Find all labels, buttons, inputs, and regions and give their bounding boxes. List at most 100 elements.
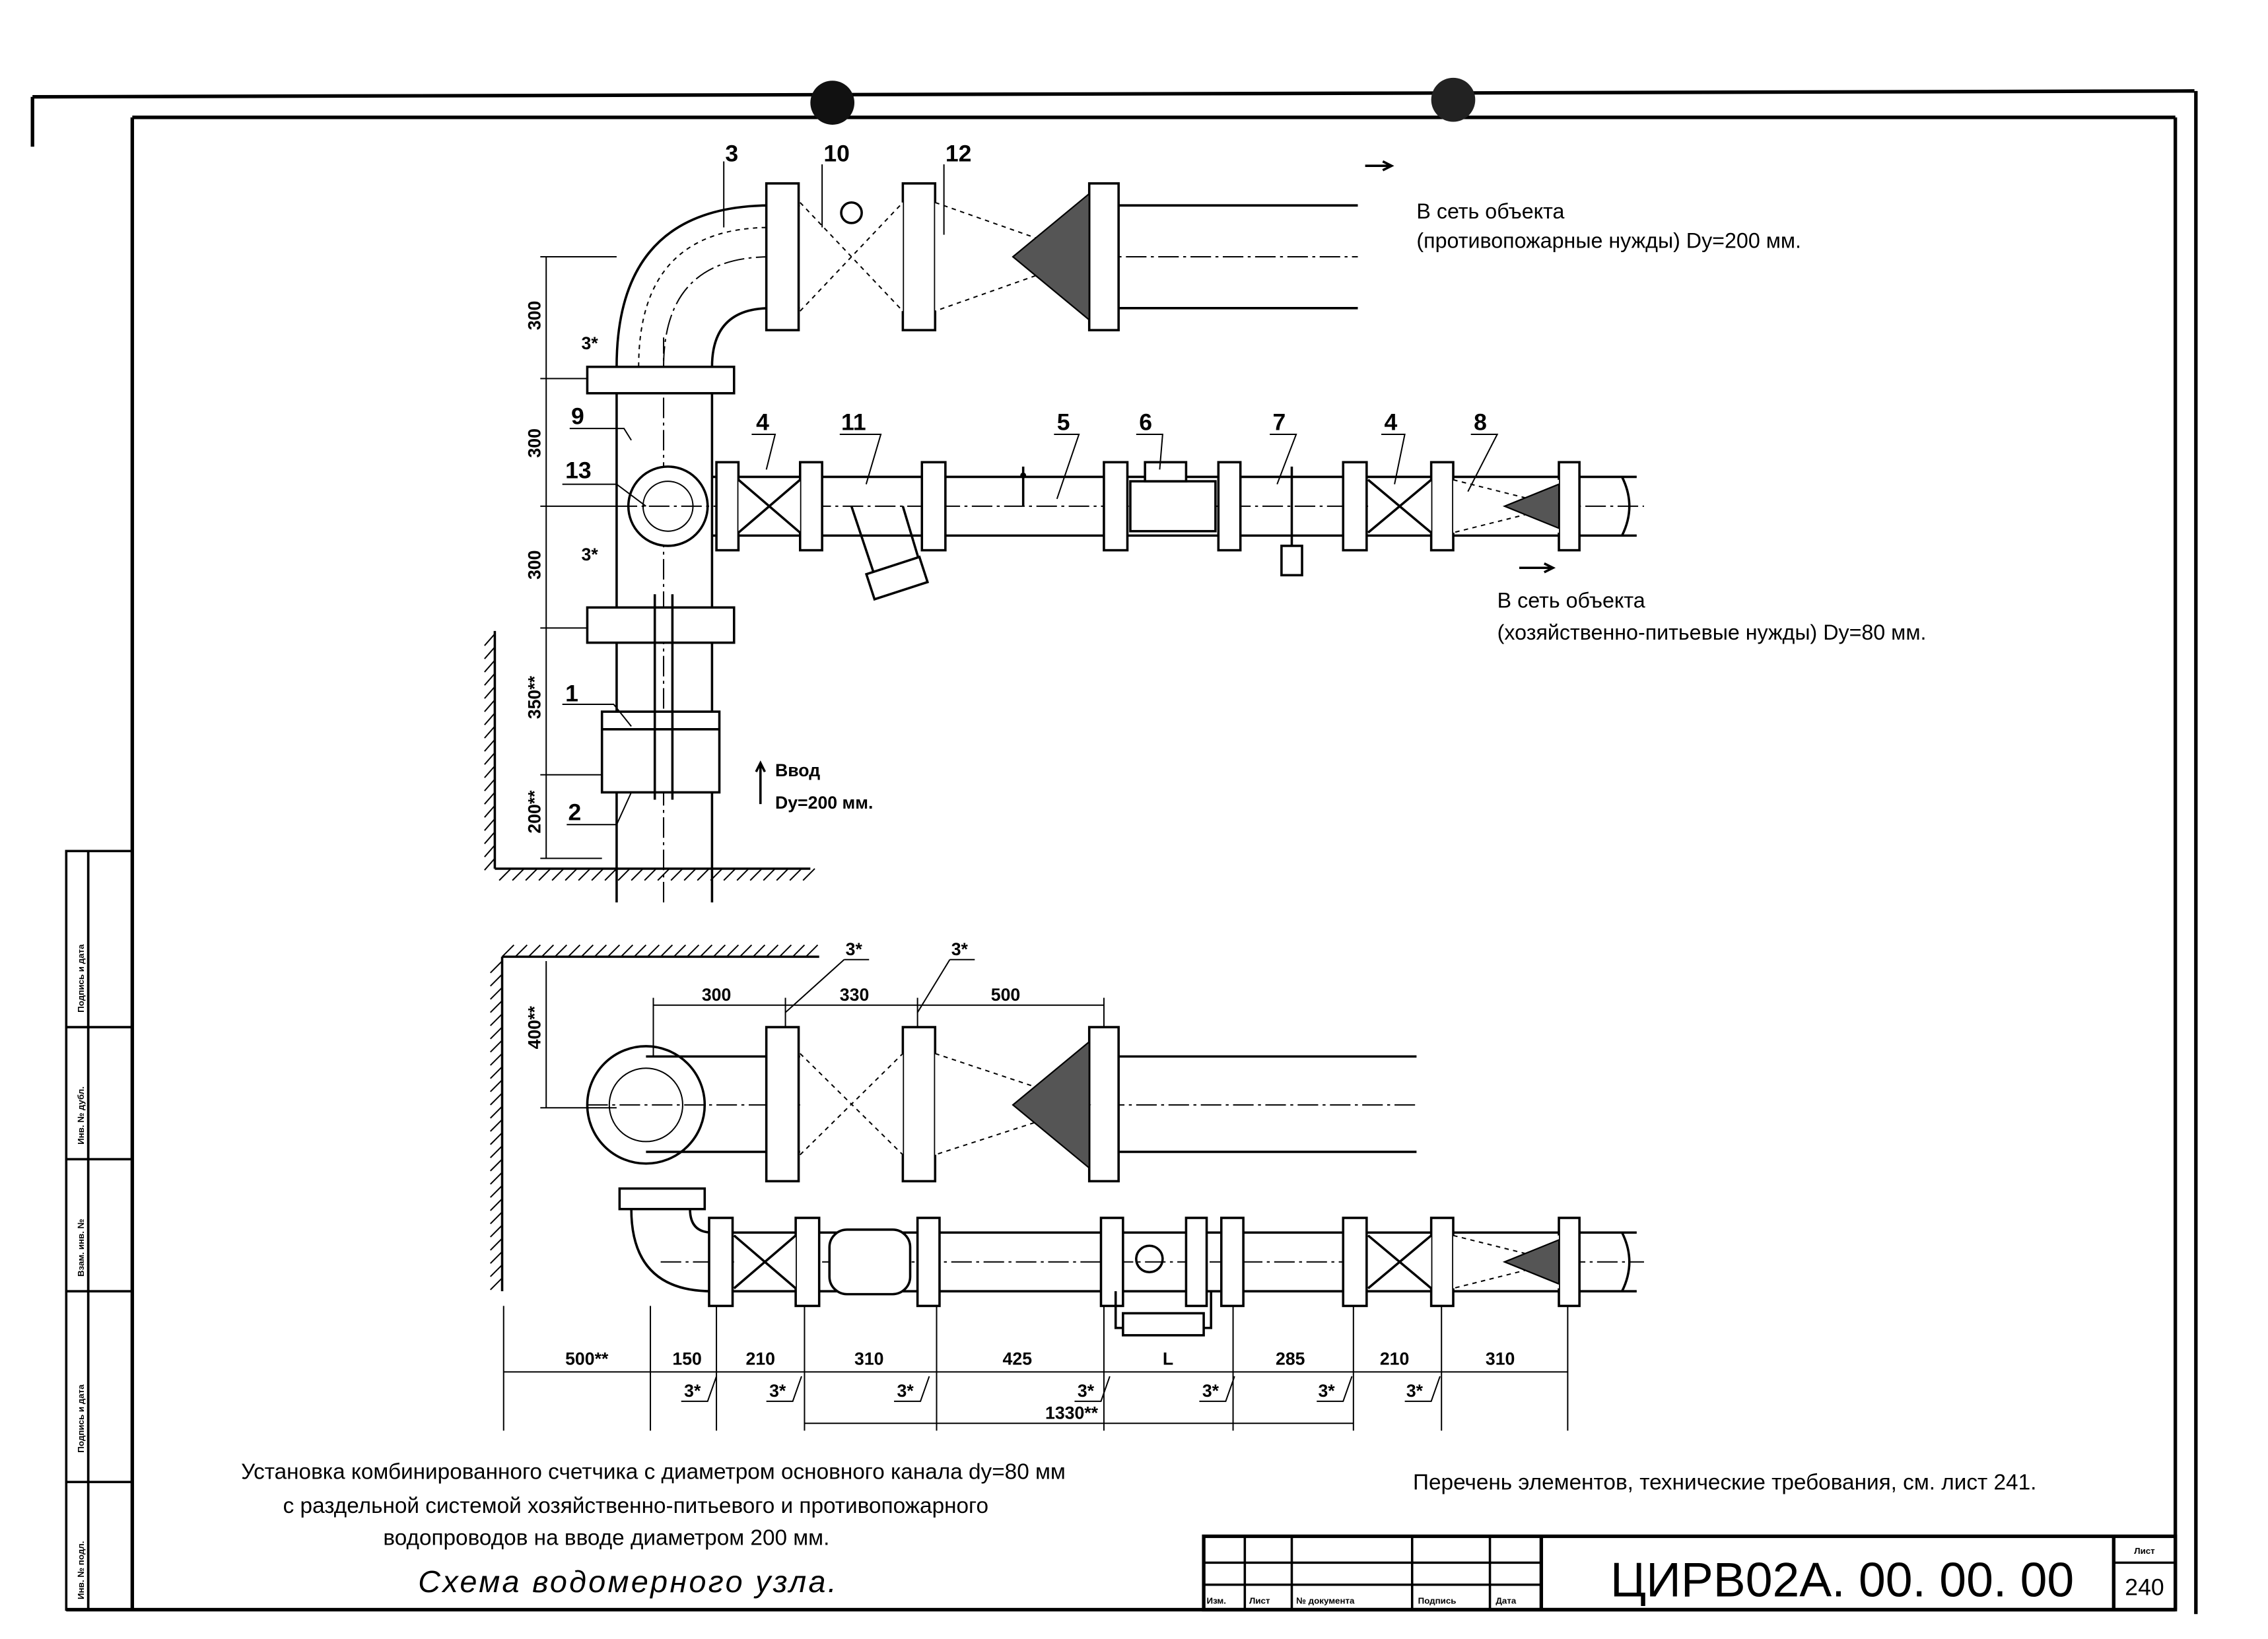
hatch-line	[484, 831, 496, 844]
sheet-label: Лист	[2134, 1546, 2155, 1556]
hatch-line	[484, 805, 496, 818]
punch-hole	[810, 81, 855, 125]
stamp-replace-no: Взам. инв. №	[76, 1219, 86, 1277]
tb-header-sheet: Лист	[1249, 1596, 1270, 1606]
hatch-line	[484, 844, 496, 857]
hatch-line	[763, 868, 776, 881]
dim-210: 210	[746, 1349, 775, 1368]
seam-leader	[894, 1376, 930, 1402]
dim-500: 500	[991, 985, 1020, 1005]
hatch-line	[551, 868, 565, 881]
dim-300-b: 300	[524, 428, 544, 457]
dim-350: 350**	[524, 675, 544, 719]
tb-header-signature: Подпись	[1418, 1596, 1457, 1606]
hatch-line	[490, 1238, 503, 1251]
hatch-line	[617, 868, 631, 881]
dim-150: 150	[672, 1349, 701, 1368]
dim-1330: 1330**	[1045, 1403, 1099, 1423]
hatch-line	[490, 1119, 503, 1132]
flange	[708, 1217, 734, 1308]
hatch-line	[490, 1224, 503, 1238]
seam-label: 3*	[1202, 1381, 1220, 1401]
seam-label: 3*	[684, 1381, 701, 1401]
elevation-view: 300 300 300 350** 200** 3 10 12 9 13 4 1…	[484, 141, 1926, 903]
dim-400: 400**	[524, 1006, 544, 1050]
title-block: Изм. Лист № документа Подпись Дата ЦИРВ0…	[1202, 1534, 2178, 1612]
hatch-line	[607, 944, 621, 958]
hatch-line	[699, 944, 713, 958]
dim-330: 330	[840, 985, 869, 1005]
tb-header-rev: Изм.	[1207, 1596, 1226, 1606]
dim-300-c: 300	[524, 551, 544, 580]
dim-310: 310	[854, 1349, 883, 1368]
dim-300: 300	[702, 985, 731, 1005]
pos-12: 12	[945, 141, 972, 167]
pos-7: 7	[1273, 409, 1286, 435]
hatch-line	[683, 868, 697, 881]
flange	[920, 461, 947, 552]
hatch-line	[484, 686, 496, 699]
hatch-line	[739, 944, 753, 958]
caption-line-1: Установка комбинированного счетчика с ди…	[241, 1460, 1066, 1485]
valve-handwheel	[840, 201, 863, 224]
sheet-number: 240	[2125, 1574, 2164, 1600]
water-meter-6	[1129, 480, 1217, 533]
hatch-line	[567, 944, 581, 958]
hatch-line	[484, 857, 496, 871]
bypass-valve	[1122, 1312, 1205, 1337]
pos-4a: 4	[756, 409, 769, 435]
hatch-line	[697, 868, 710, 881]
hatch-line	[673, 944, 687, 958]
hatch-line	[802, 868, 815, 881]
hatch-line	[723, 868, 736, 881]
dim-210-b: 210	[1380, 1349, 1409, 1368]
hatch-line	[749, 868, 763, 881]
hatch-line	[484, 765, 496, 778]
hatch-line	[490, 1000, 503, 1013]
hatch-line	[490, 1053, 503, 1066]
stamp-signature-date-2: Подпись и дата	[76, 1384, 86, 1453]
hatch-line	[660, 944, 673, 958]
hatch-line	[490, 1026, 503, 1040]
inlet-note: Ввод	[775, 760, 820, 780]
flange	[1429, 461, 1455, 552]
wall-hatch	[484, 633, 815, 881]
flange	[1099, 1217, 1124, 1308]
hatch-line	[484, 633, 496, 646]
hatch-line	[501, 944, 515, 958]
hatch-line	[490, 1013, 503, 1026]
hatch-line	[789, 868, 802, 881]
pos-3: 3	[725, 141, 738, 167]
dim-425: 425	[1003, 1349, 1033, 1368]
dim-300-a: 300	[524, 301, 544, 330]
hatch-line	[484, 673, 496, 686]
hatch-line	[554, 944, 568, 958]
hatch-line	[778, 944, 792, 958]
hatch-line	[752, 944, 766, 958]
document-code: ЦИРВ02А. 00. 00. 00	[1610, 1553, 2074, 1607]
pos-8: 8	[1474, 409, 1487, 435]
flange	[1217, 461, 1242, 552]
flange	[1342, 461, 1368, 552]
dim-200: 200**	[524, 790, 544, 834]
hatch-line	[657, 868, 670, 881]
seam-label: 3*	[846, 939, 863, 959]
pos-10: 10	[823, 141, 850, 167]
hatch-line	[484, 712, 496, 725]
hatch-line	[484, 646, 496, 659]
hatch-line	[490, 1172, 503, 1185]
hatch-line	[578, 868, 591, 881]
hatch-line	[484, 659, 496, 673]
tb-header-docno: № документа	[1296, 1596, 1355, 1606]
seam-label: 3*	[769, 1381, 786, 1401]
flange	[799, 461, 823, 552]
seam-leader	[681, 1376, 718, 1402]
caption-line-2: с раздельной системой хозяйственно-питье…	[283, 1494, 988, 1518]
flange	[1429, 1217, 1455, 1308]
hatch-line	[686, 944, 700, 958]
dim-310-b: 310	[1486, 1349, 1515, 1368]
flange	[916, 1217, 941, 1308]
seam-label: 3*	[951, 939, 969, 959]
hatch-line	[620, 944, 634, 958]
hatch-line	[514, 944, 528, 958]
